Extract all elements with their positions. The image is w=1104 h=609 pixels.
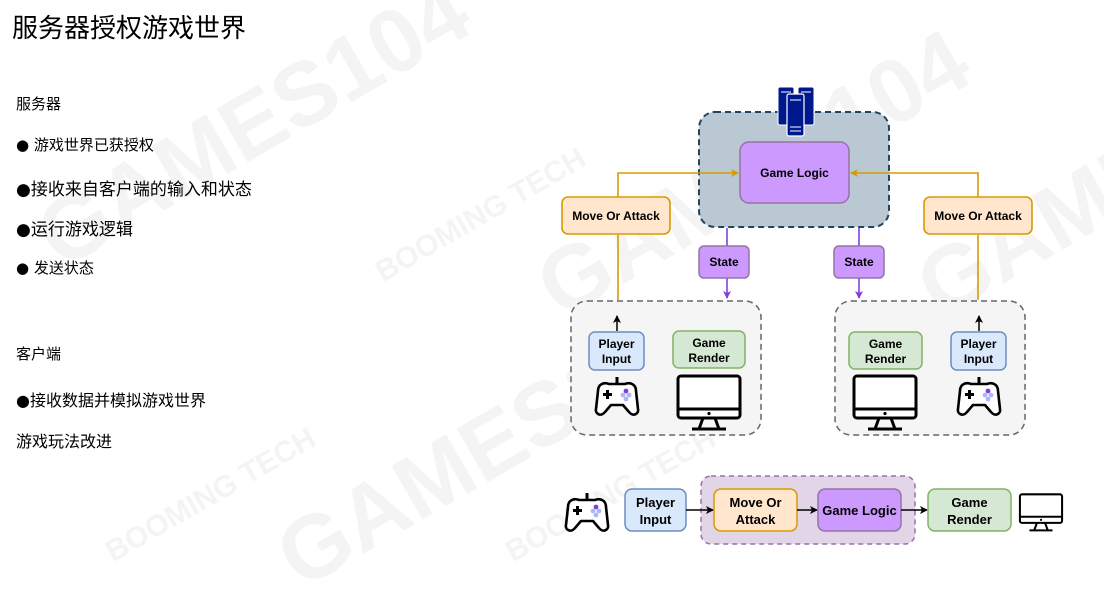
player-input-left-label: Player: [598, 337, 634, 351]
gamepad-icon: [564, 491, 610, 532]
client-bullet: ●接收数据并模拟游戏世界: [16, 391, 206, 410]
game-render-left-node: [672, 330, 746, 369]
pipeline-game-render-label: Render: [947, 512, 992, 527]
player-input-left-label: Input: [602, 352, 631, 366]
game-render-right-node: [848, 331, 923, 370]
game-render-left-label: Render: [688, 351, 730, 365]
move-or-attack-left-node: [561, 196, 671, 235]
state-left-label: State: [709, 255, 739, 269]
state-left-node: [698, 245, 750, 279]
player-input-left-node: [588, 331, 645, 371]
game-logic-label: Game Logic: [760, 166, 829, 180]
game-render-right-label: Game: [869, 337, 903, 351]
pipeline-player-input-label: Input: [640, 512, 672, 527]
server-authoritative-diagram: Game Logic Move Or Attack Move Or Attack…: [561, 86, 1064, 545]
pipeline-game-render-node: [927, 488, 1012, 532]
server-bullet: ●接收来自客户端的输入和状态: [16, 180, 252, 200]
game-render-right-label: Render: [865, 352, 907, 366]
server-bullet: ● 游戏世界已获授权: [16, 136, 154, 154]
client-heading: 客户端: [16, 345, 62, 363]
player-input-right-label: Input: [964, 352, 993, 366]
state-right-label: State: [844, 255, 874, 269]
pipeline-player-input-label: Player: [636, 495, 675, 510]
server-bullet: ● 发送状态: [16, 259, 94, 277]
server-icon: [777, 86, 815, 137]
server-bullet: ●运行游戏逻辑: [16, 220, 133, 240]
pipeline-game-logic-label: Game Logic: [822, 503, 896, 518]
monitor-icon: [1018, 493, 1064, 532]
game-logic-node: [739, 141, 850, 204]
move-or-attack-right-node: [923, 196, 1033, 235]
page-title: 服务器授权游戏世界: [12, 14, 247, 44]
server-heading: 服务器: [16, 95, 62, 113]
player-input-right-label: Player: [960, 337, 996, 351]
state-right-node: [833, 245, 885, 279]
player-input-right-node: [950, 331, 1007, 371]
pipeline-game-render-label: Game: [951, 495, 987, 510]
pipeline-move-or-attack-label: Attack: [736, 512, 777, 527]
move-or-attack-right-label: Move Or Attack: [934, 209, 1022, 223]
gameplay-heading: 游戏玩法改进: [16, 432, 113, 451]
pipeline-move-or-attack-label: Move Or: [729, 495, 781, 510]
game-render-left-label: Game: [692, 336, 726, 350]
move-or-attack-left-label: Move Or Attack: [572, 209, 660, 223]
